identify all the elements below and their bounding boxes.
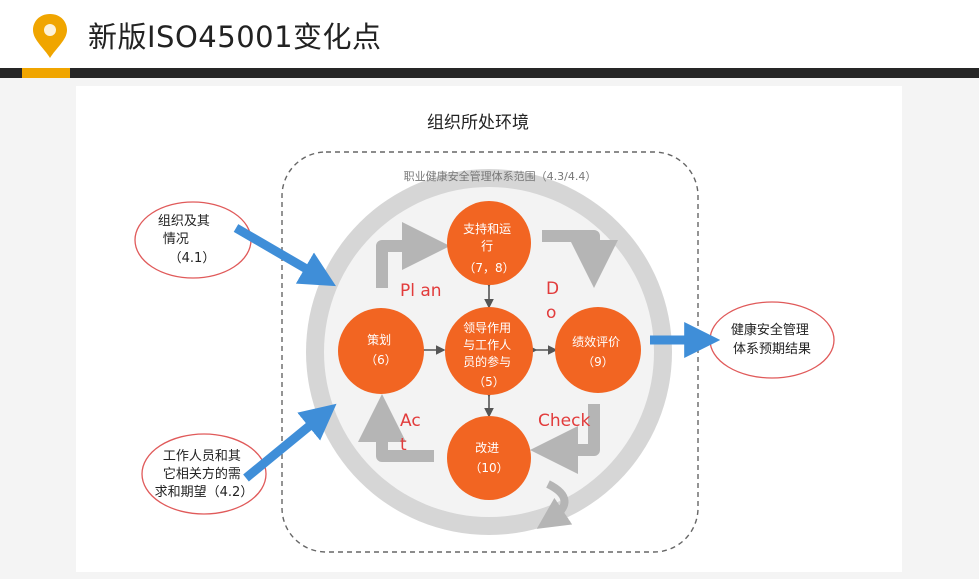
pdca-do-label: D o xyxy=(546,279,565,323)
node-connectors xyxy=(416,278,558,418)
output-intended-outcomes xyxy=(709,301,835,379)
node-improvement xyxy=(447,416,531,500)
node-evaluation xyxy=(555,307,641,393)
context-label: 组织所处环境 xyxy=(427,113,529,133)
title-divider xyxy=(0,68,979,78)
node-evaluation-text: 绩效评价 （9） xyxy=(572,334,624,369)
pdca-plan-label: Pl an xyxy=(400,281,442,301)
pdca-check-label: Check xyxy=(538,411,590,431)
node-planning-text: 策划 （6） xyxy=(365,333,397,367)
title-divider-accent xyxy=(22,68,70,78)
scope-label: 职业健康安全管理体系范围（4.3/4.4） xyxy=(404,169,597,183)
ring-arrow xyxy=(536,480,573,529)
input-stakeholder-needs xyxy=(141,433,267,515)
input-stakeholder-needs-text: 工作人员和其 它相关方的需 求和期望（4.2） xyxy=(155,449,254,500)
node-leadership-text: 领导作用 与工作人 员的参与 （5） xyxy=(463,321,515,389)
input-org-context-text: 组织及其 情况 （4.1） xyxy=(158,214,215,266)
pdca-flow-arrows xyxy=(358,222,618,474)
node-support-text: 支持和运 行 （7，8） xyxy=(463,221,515,275)
node-support xyxy=(447,201,531,285)
input-output-arrows xyxy=(233,224,721,482)
page-title: 新版ISO45001变化点 xyxy=(88,20,382,54)
node-leadership xyxy=(445,307,533,395)
node-planning xyxy=(338,308,424,394)
node-improvement-text: 改进 （10） xyxy=(469,441,508,475)
header-bar xyxy=(0,0,979,68)
output-intended-outcomes-text: 健康安全管理 体系预期结果 xyxy=(731,322,813,357)
pdca-act-label: Ac t xyxy=(400,411,426,455)
map-pin-icon xyxy=(33,14,67,58)
